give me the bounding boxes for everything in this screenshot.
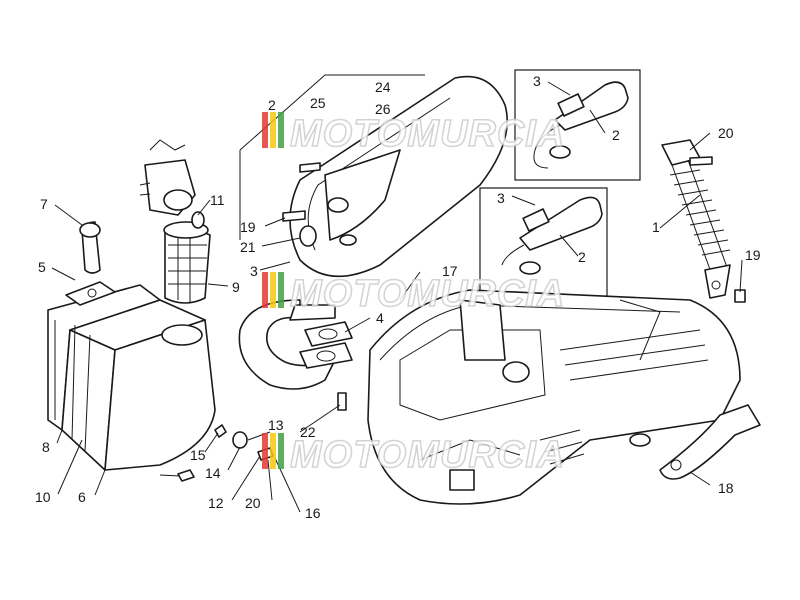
exhaust-variant-inset-middle: [479, 187, 608, 299]
rear-shock-absorber: [661, 139, 731, 299]
watermark-top: MOTOMURCIA: [262, 112, 565, 156]
callout-3: 3: [250, 263, 258, 279]
callout-1: 1: [652, 219, 660, 235]
kickstart-lever: [659, 404, 761, 480]
callout-18: 18: [718, 480, 734, 496]
callout-16: 16: [305, 505, 321, 521]
watermark-logo-text: MOTOMURCIA: [290, 113, 565, 155]
carburetor: [139, 139, 196, 216]
watermark-stripe-yellow: [270, 433, 276, 469]
watermark-stripe-red: [262, 433, 268, 469]
watermark-stripe-yellow: [270, 112, 276, 148]
callout-14: 14: [205, 465, 221, 481]
watermark-stripe-red: [262, 112, 268, 148]
leader-lines: [51, 81, 743, 513]
callout-12: 12: [208, 495, 224, 511]
callout-13: 13: [268, 417, 284, 433]
callout-2-inset-middle: 2: [578, 249, 586, 265]
callout-3-inset-middle: 3: [497, 190, 505, 206]
callout-9: 9: [232, 279, 240, 295]
watermark-stripe-green: [278, 272, 284, 308]
callout-26: 26: [375, 101, 391, 117]
callout-22: 22: [300, 424, 316, 440]
watermark-logo-text: MOTOMURCIA: [290, 273, 565, 315]
callout-25: 25: [310, 95, 326, 111]
callout-8: 8: [42, 439, 50, 455]
muffler-heat-shield: [289, 75, 508, 278]
group-bracket: [239, 74, 425, 240]
air-filter-housing: [47, 281, 216, 471]
watermark-bottom: MOTOMURCIA: [262, 433, 565, 477]
callout-21: 21: [240, 239, 256, 255]
watermark-stripe-green: [278, 112, 284, 148]
callout-3-inset-top: 3: [533, 73, 541, 89]
callout-7: 7: [40, 196, 48, 212]
callout-4: 4: [376, 310, 384, 326]
exhaust-gasket: [299, 321, 353, 369]
callout-20: 20: [245, 495, 261, 511]
callout-17: 17: [442, 263, 458, 279]
callout-labels: 2 25 24 26 3 2 20 3 2 1 19 7 11 19 21 5 …: [35, 73, 761, 521]
callout-20-shock: 20: [718, 125, 734, 141]
callout-24: 24: [375, 79, 391, 95]
watermark-stripe-red: [262, 272, 268, 308]
callout-5: 5: [38, 259, 46, 275]
watermark-stripe-green: [278, 433, 284, 469]
callout-19-shock: 19: [745, 247, 761, 263]
callout-6: 6: [78, 489, 86, 505]
watermark-stripe-yellow: [270, 272, 276, 308]
air-intake-snorkel: [79, 221, 101, 274]
callout-2-top: 2: [268, 97, 276, 113]
callout-2-inset-top: 2: [612, 127, 620, 143]
callout-15: 15: [190, 447, 206, 463]
intake-hose: [163, 221, 211, 304]
watermark-middle: MOTOMURCIA: [262, 272, 565, 316]
fasteners: [177, 156, 746, 482]
watermark-logo-text: MOTOMURCIA: [290, 434, 565, 476]
exhaust-variant-inset-top: [514, 69, 641, 181]
callout-10: 10: [35, 489, 51, 505]
callout-19: 19: [240, 219, 256, 235]
callout-11: 11: [210, 192, 225, 208]
